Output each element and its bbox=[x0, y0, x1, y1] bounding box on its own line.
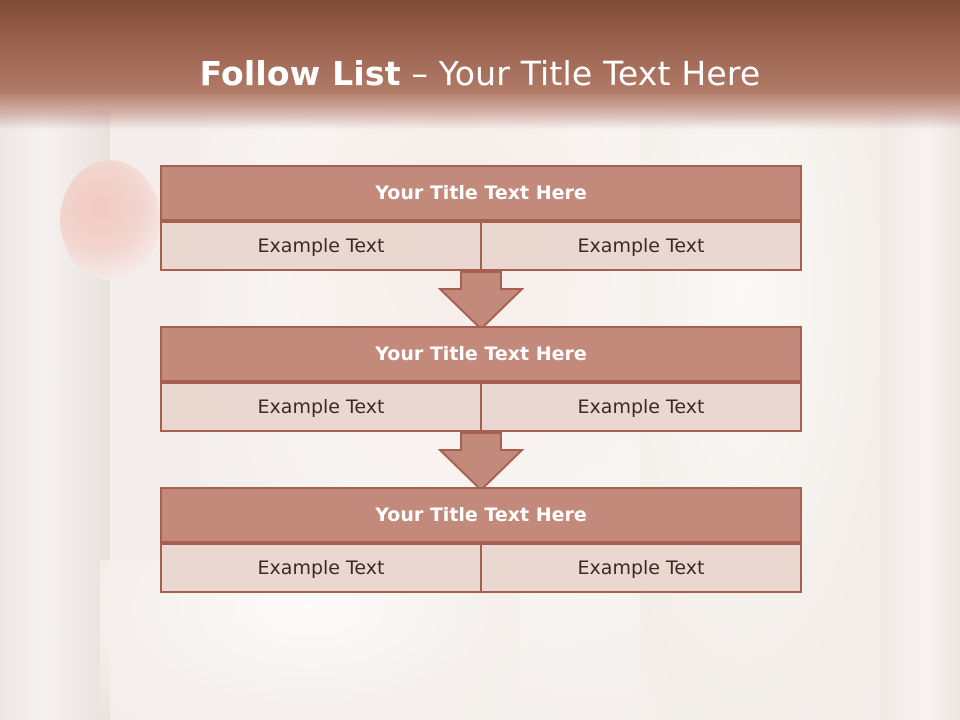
list-block-2[interactable]: Your Title Text Here Example Text Exampl… bbox=[160, 326, 802, 434]
background-bouquet bbox=[60, 160, 160, 280]
block-title[interactable]: Your Title Text Here bbox=[160, 326, 802, 382]
block-cell-right[interactable]: Example Text bbox=[480, 543, 802, 593]
block-cell-left[interactable]: Example Text bbox=[160, 221, 482, 271]
block-cell-left[interactable]: Example Text bbox=[160, 543, 482, 593]
block-title[interactable]: Your Title Text Here bbox=[160, 165, 802, 221]
slide-title[interactable]: Follow List – Your Title Text Here bbox=[0, 54, 960, 93]
list-block-3[interactable]: Your Title Text Here Example Text Exampl… bbox=[160, 487, 802, 595]
down-arrow-icon bbox=[438, 432, 524, 492]
block-title[interactable]: Your Title Text Here bbox=[160, 487, 802, 543]
slide-title-rest: – Your Title Text Here bbox=[400, 54, 761, 93]
background-pillar-right bbox=[880, 110, 960, 720]
block-cell-right[interactable]: Example Text bbox=[480, 382, 802, 432]
header-band: Follow List – Your Title Text Here bbox=[0, 0, 960, 130]
block-cell-right[interactable]: Example Text bbox=[480, 221, 802, 271]
down-arrow-icon bbox=[438, 271, 524, 331]
slide-title-strong: Follow List bbox=[199, 54, 401, 93]
list-block-1[interactable]: Your Title Text Here Example Text Exampl… bbox=[160, 165, 802, 273]
block-cell-left[interactable]: Example Text bbox=[160, 382, 482, 432]
